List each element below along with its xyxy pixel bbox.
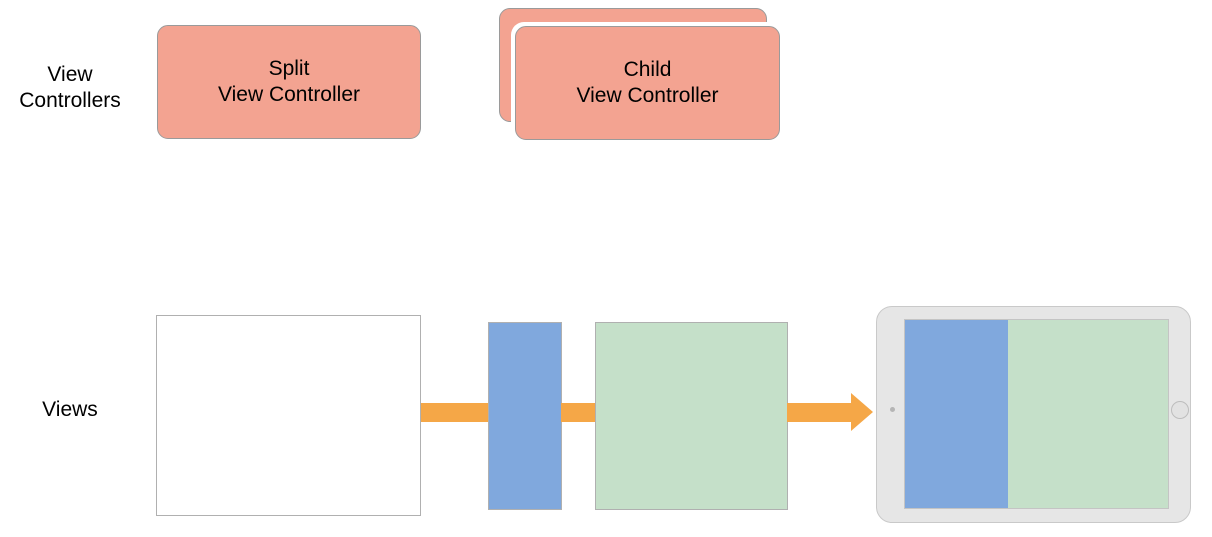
row-label-view-controllers: View Controllers xyxy=(19,63,121,112)
arrow-head-icon xyxy=(851,393,873,431)
screen-primary-column xyxy=(905,320,1008,508)
secondary-column-view-rect[interactable] xyxy=(595,322,788,510)
arrow-shaft-icon xyxy=(787,403,853,422)
home-button-icon[interactable] xyxy=(1171,401,1189,419)
primary-column-view-rect[interactable] xyxy=(488,322,562,510)
split-view-controller-card[interactable]: Split View Controller xyxy=(157,25,421,139)
tablet-screen[interactable] xyxy=(904,319,1169,509)
connector-container-to-primary xyxy=(421,403,489,422)
connector-primary-to-secondary xyxy=(561,403,596,422)
child-view-controller-stack: Child View Controller xyxy=(498,7,782,141)
child-view-controller-card-front[interactable]: Child View Controller xyxy=(515,26,780,140)
row-label-views: Views xyxy=(42,398,98,421)
split-view-controller-view-rect[interactable] xyxy=(156,315,421,516)
camera-dot-icon xyxy=(890,407,895,412)
screen-secondary-column xyxy=(1008,320,1168,508)
